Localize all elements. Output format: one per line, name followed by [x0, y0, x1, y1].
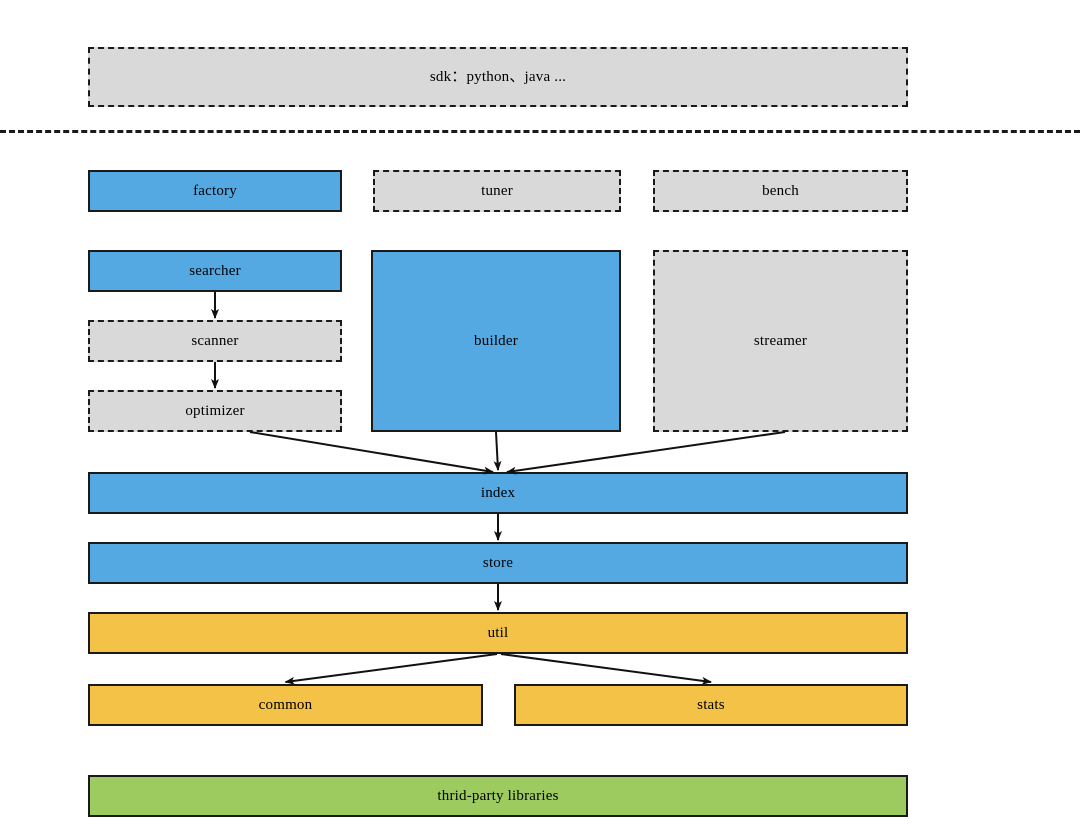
node-common[interactable]: common: [88, 684, 483, 726]
node-streamer-label: streamer: [753, 333, 808, 349]
edge-util-to-stats: [500, 653, 712, 685]
node-builder[interactable]: builder: [371, 250, 621, 432]
node-util-label: util: [487, 625, 509, 641]
layer-divider: [0, 130, 1080, 133]
edge-optimizer-to-index: [249, 431, 494, 475]
node-store[interactable]: store: [88, 542, 908, 584]
node-bench[interactable]: bench: [653, 170, 908, 212]
node-store-label: store: [482, 555, 514, 571]
edge-streamer-to-index: [506, 431, 786, 475]
node-factory[interactable]: factory: [88, 170, 342, 212]
node-sdk[interactable]: sdk：python、java ...: [88, 47, 908, 107]
node-sdk-label: sdk：python、java ...: [429, 69, 567, 85]
node-scanner[interactable]: scanner: [88, 320, 342, 362]
node-searcher-label: searcher: [189, 263, 241, 279]
node-util[interactable]: util: [88, 612, 908, 654]
node-factory-label: factory: [193, 183, 237, 199]
node-common-label: common: [258, 697, 313, 713]
edge-util-to-common: [284, 653, 498, 685]
node-streamer[interactable]: streamer: [653, 250, 908, 432]
node-bench-label: bench: [762, 183, 799, 199]
node-searcher[interactable]: searcher: [88, 250, 342, 292]
edge-builder-to-index: [493, 431, 502, 471]
node-tuner[interactable]: tuner: [373, 170, 621, 212]
node-third-party-libraries[interactable]: thrid-party libraries: [88, 775, 908, 817]
node-optimizer[interactable]: optimizer: [88, 390, 342, 432]
node-tuner-label: tuner: [481, 183, 513, 199]
node-scanner-label: scanner: [191, 333, 239, 349]
node-index-label: index: [480, 485, 516, 501]
node-stats-label: stats: [697, 697, 725, 713]
node-index[interactable]: index: [88, 472, 908, 514]
node-stats[interactable]: stats: [514, 684, 908, 726]
node-third-party-libraries-label: thrid-party libraries: [437, 788, 559, 804]
node-optimizer-label: optimizer: [185, 403, 245, 419]
node-builder-label: builder: [474, 333, 518, 349]
